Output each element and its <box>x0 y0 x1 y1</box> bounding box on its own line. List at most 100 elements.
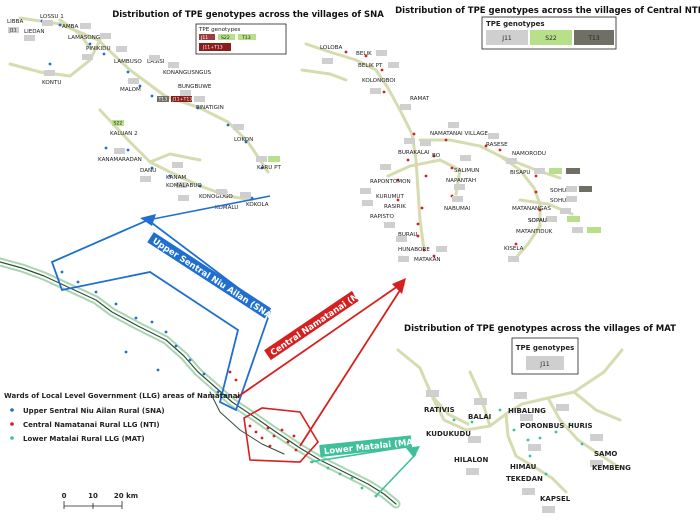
genotype-badge-s22 <box>112 120 124 126</box>
village-label: LAMASONG <box>68 35 100 41</box>
genotype-badge-j11 <box>520 414 533 421</box>
sna-pointer-line <box>147 195 271 221</box>
village-label: NAMORODU <box>512 151 546 157</box>
village-label: BURAU <box>398 232 418 238</box>
genotype-badge-j11 <box>168 62 179 68</box>
village-label: BELIK PT <box>358 63 383 69</box>
sna-panel-title: Distribution of TPE genotypes across the… <box>112 10 384 20</box>
genotype-badge-j11 <box>362 200 373 206</box>
genotype-badge-j11 <box>488 133 499 139</box>
village-label: LASISI <box>147 59 165 65</box>
genotype-badge-j11 <box>528 444 541 451</box>
village-label: MATANTIDUK <box>516 229 553 235</box>
genotype-badge-j11 <box>448 122 459 128</box>
genotype-badge-j11 <box>100 33 111 39</box>
genotype-badge-j11 <box>172 162 183 168</box>
llg-legend-item: Lower Matalai Rural LLG (MAT) <box>23 435 145 443</box>
village-label: HILALON <box>454 456 489 464</box>
genotype-badge-j11 <box>82 54 93 60</box>
scale-label: 10 <box>88 492 98 500</box>
llg-legend: Wards of Local Level Government (LLG) ar… <box>4 392 240 443</box>
village-label: KISELA <box>504 246 524 252</box>
village-label: RATIVIS <box>424 406 455 414</box>
genotype-badge-j11 <box>542 506 555 513</box>
genotype-badge-j11 <box>454 184 465 190</box>
village-label: MATAKAN <box>414 257 441 263</box>
genotype-badge-j11 <box>180 90 191 96</box>
genotype-badge-j11 <box>216 189 227 195</box>
village-label: KUDUKUDU <box>426 430 471 438</box>
sna-villages: LIBBA J11 LOSSU 1 LIEDAN AMBA LAMASONG P… <box>7 14 282 211</box>
nti-panel-title: Distribution of TPE genotypes across the… <box>395 6 700 16</box>
sna-genotype-legend: TPE genotypes J11 S22 T13 J11+T13 <box>195 23 287 55</box>
genotype-badge-j11 <box>140 176 151 182</box>
genotype-badge-j11 <box>322 58 333 64</box>
genotype-badge-j11 <box>128 78 139 84</box>
mat-pointer-line-2 <box>375 453 417 497</box>
genotype-badge-j11 <box>474 398 487 405</box>
nti-villages: LOLOBA BELIK BELIK PT KOLONOBOI RAMAT NA… <box>320 45 601 263</box>
mat-panel-title: Distribution of TPE genotypes across the… <box>404 324 676 334</box>
legend-swatch-j11-t13 <box>199 43 231 51</box>
village-label: BELIK <box>356 51 372 57</box>
village-label: KOMALU <box>215 205 238 211</box>
village-label: LOKON <box>234 137 253 143</box>
legend-title: TPE genotypes <box>486 20 545 28</box>
genotype-badge-j11 <box>590 460 603 467</box>
village-label: BISAPU <box>510 170 530 176</box>
scale-label: 20 km <box>114 492 138 500</box>
village-label: LIEDAN <box>24 29 45 35</box>
genotype-badge-j11 <box>546 216 557 222</box>
genotype-badge-j11 <box>426 390 439 397</box>
village-label: BUNGBUWE <box>178 84 212 90</box>
village-label: BO <box>432 153 441 159</box>
genotype-badge-j11 <box>466 468 479 475</box>
legend-swatch-j11 <box>526 356 564 370</box>
legend-swatch-t13 <box>238 34 256 40</box>
genotype-badge-j11 <box>508 256 519 262</box>
village-label: KOMALABUO <box>166 183 202 189</box>
genotype-badge-j11 <box>436 246 447 252</box>
legend-swatch-t13 <box>574 30 614 45</box>
mat-legend-marker <box>10 436 14 440</box>
sna-zone-outline <box>50 218 272 412</box>
genotype-badge-j11 <box>176 182 187 188</box>
mat-villages: RATIVIS BALAI HIBALING PORONBUS HURIS KU… <box>424 390 631 513</box>
genotype-badge-j11 <box>404 138 415 144</box>
village-label: SOHUN 2 <box>550 198 576 204</box>
legend-item: J11+T13 <box>202 45 223 51</box>
village-label: MALOM <box>120 87 141 93</box>
genotype-badge-t13 <box>566 168 580 174</box>
nti-pointer-arrowhead <box>392 278 406 294</box>
genotype-badge-j11 <box>376 50 387 56</box>
genotype-badge-j11 <box>468 436 481 443</box>
genotype-badge-j11 <box>514 392 527 399</box>
legend-item: S22 <box>221 35 230 41</box>
village-label: PINATIGIN <box>196 105 224 111</box>
village-label: HIMAU <box>510 463 537 471</box>
village-label: KOLONOBOI <box>362 78 396 84</box>
mat-zone-label: Lower Matalai (MAT) <box>319 435 423 457</box>
village-label: LOSSU 1 <box>40 14 64 20</box>
village-label: SAMO <box>594 450 617 458</box>
genotype-badge-j11 <box>116 46 127 52</box>
nti-zone-outline <box>243 407 319 463</box>
genotype-badge-s22 <box>268 156 280 162</box>
genotype-badge-j11 <box>44 70 55 76</box>
badge-label: T13 <box>158 97 168 103</box>
nti-legend-marker <box>10 422 14 426</box>
village-label: BALAI <box>468 413 491 421</box>
village-label: RASESE <box>486 142 508 148</box>
village-label: PORONBUS <box>520 422 564 430</box>
genotype-badge-j11 <box>590 434 603 441</box>
village-label: HURIS <box>568 422 593 430</box>
genotype-badge-j11 <box>388 62 399 68</box>
nti-genotype-legend: TPE genotypes J11 S22 T13 <box>481 16 617 50</box>
genotype-badge-s22 <box>549 168 562 174</box>
mat-genotype-legend: TPE genotypes J11 <box>511 337 579 375</box>
genotype-badge-j11 <box>566 186 577 192</box>
mat-village-dots <box>452 408 584 476</box>
village-label: HUNABORE <box>398 247 430 253</box>
legend-swatch-s22 <box>530 30 572 45</box>
